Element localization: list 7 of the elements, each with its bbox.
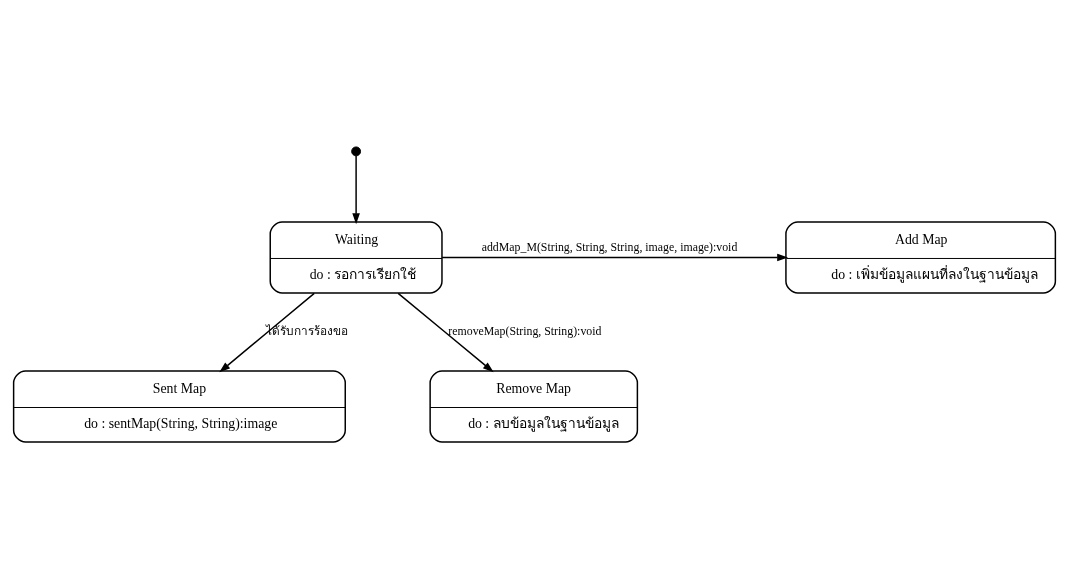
- arrow: [441, 253, 789, 261]
- arrow: [397, 292, 494, 372]
- arrow: [219, 292, 315, 372]
- node-circle: [351, 145, 362, 156]
- edge-label: removeMap(String, String):void: [448, 323, 602, 338]
- arrow: [352, 154, 360, 224]
- edge-label: addMap_M(String, String, String, image, image):void: [481, 239, 738, 254]
